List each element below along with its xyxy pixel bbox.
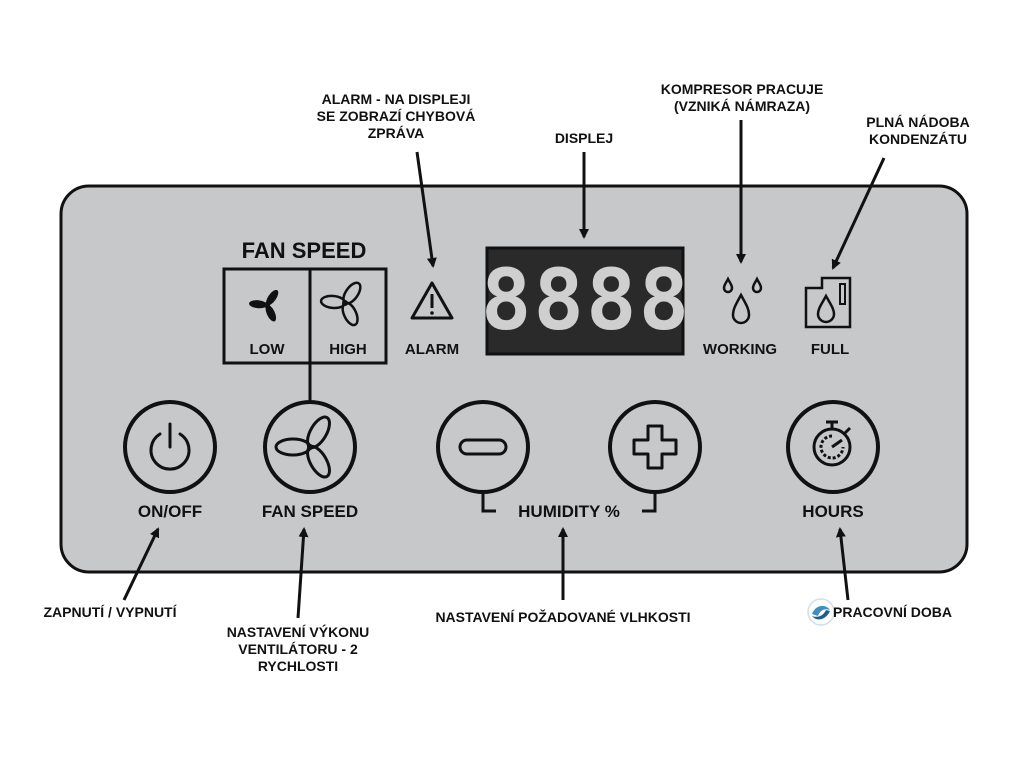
annotation-hours: PRACOVNÍ DOBA (833, 604, 953, 620)
display-value: 8888 (480, 251, 692, 349)
arrow-power (122, 527, 160, 601)
annotation-tank-full: PLNÁ NÁDOBA KONDENZÁTU (838, 114, 998, 148)
humidity-plus-button[interactable] (608, 400, 702, 494)
annotation-arrows (122, 120, 886, 619)
annotation-display: DISPLEJ (554, 130, 614, 146)
hours-label: HOURS (802, 502, 864, 521)
annotation-compressor-line2: (VZNIKÁ NÁMRAZA) (673, 98, 811, 114)
annotation-compressor-line1: KOMPRESOR PRACUJE (660, 81, 824, 97)
annotation-fan: NASTAVENÍ VÝKONU VENTILÁTORU - 2 RYCHLOS… (188, 624, 408, 675)
annotation-alarm: ALARM - NA DISPLEJI SE ZOBRAZÍ CHYBOVÁ Z… (266, 91, 526, 142)
full-label: FULL (810, 341, 850, 358)
alarm-warning-icon (410, 281, 454, 320)
annotation-compressor: KOMPRESOR PRACUJE (VZNIKÁ NÁMRAZA) (622, 81, 862, 115)
arrow-tank-full (831, 157, 886, 270)
arrow-hours (835, 527, 850, 601)
on-off-button[interactable] (123, 400, 217, 494)
humidity-bracket-right (642, 492, 657, 513)
hours-button[interactable] (786, 400, 880, 494)
working-label: WORKING (702, 341, 778, 358)
fan-speed-indicator-box (222, 267, 388, 365)
on-off-label: ON/OFF (137, 502, 203, 521)
fan-low-icon (249, 289, 279, 322)
minus-icon (458, 438, 508, 456)
annotation-tank-full-line1: PLNÁ NÁDOBA (866, 114, 970, 130)
water-tank-icon (804, 276, 852, 329)
humidity-label: HUMIDITY % (518, 502, 620, 521)
watermark-logo-icon (807, 598, 835, 626)
annotation-alarm-line1: ALARM - NA DISPLEJI (321, 91, 471, 107)
alarm-label: ALARM (404, 341, 460, 358)
timer-icon (812, 420, 852, 467)
annotation-power: ZAPNUTÍ / VYPNUTÍ (43, 604, 177, 620)
arrow-fan (296, 527, 309, 619)
humidity-bracket-left (481, 492, 496, 513)
annotation-alarm-line3: ZPRÁVA (367, 125, 425, 141)
water-drops-icon (722, 276, 763, 325)
plus-icon (632, 424, 678, 470)
annotation-tank-full-line2: KONDENZÁTU (869, 131, 967, 147)
annotation-humidity: NASTAVENÍ POŽADOVANÉ VLHKOSTI (435, 609, 691, 625)
fan-speed-title: FAN SPEED (241, 238, 367, 263)
fan-speed-button[interactable] (263, 400, 357, 494)
annotation-fan-line3: RYCHLOSTI (257, 658, 339, 674)
annotation-fan-line1: NASTAVENÍ VÝKONU (226, 624, 370, 640)
annotation-fan-line2: VENTILÁTORU - 2 (238, 641, 358, 657)
fan-high-label: HIGH (329, 341, 367, 358)
humidity-minus-button[interactable] (436, 400, 530, 494)
display-screen (485, 246, 685, 356)
fan-low-label: LOW (249, 341, 285, 358)
fan-high-icon (319, 281, 362, 327)
fan-icon (274, 415, 331, 479)
power-icon (149, 422, 191, 471)
annotation-alarm-line2: SE ZOBRAZÍ CHYBOVÁ (316, 108, 476, 124)
arrow-alarm (415, 151, 437, 268)
fan-speed-button-label: FAN SPEED (261, 502, 359, 521)
